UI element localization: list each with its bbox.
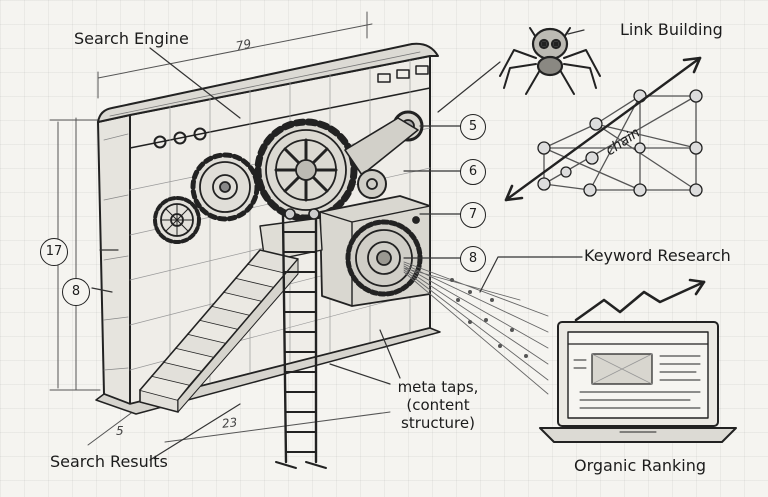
laptop-icon	[539, 321, 737, 443]
trend-arrow-icon	[574, 278, 706, 322]
projection-beams	[403, 261, 549, 395]
leader-lines	[91, 29, 585, 461]
callout-8: 8	[460, 246, 486, 272]
callout-7: 7	[460, 202, 486, 228]
keyword-research-label: Keyword Research	[584, 246, 731, 265]
window-dot-icon	[173, 131, 187, 145]
stairs-icon	[139, 249, 299, 413]
gear-icon	[190, 152, 260, 222]
ladder-icon	[275, 208, 327, 469]
callout-5: 5	[460, 114, 486, 140]
callout-height-outer: 17	[40, 238, 68, 266]
link-building-label: Link Building	[620, 20, 723, 39]
spider-icon	[499, 27, 601, 95]
organic-ranking-label: Organic Ranking	[574, 456, 707, 475]
dimension-bottom-width: 23	[221, 415, 239, 431]
callout-height-inner: 8	[62, 278, 90, 306]
dimension-top-width: 79	[234, 36, 253, 54]
gears	[153, 110, 424, 244]
search-engine-label: Search Engine	[74, 29, 189, 48]
window-dot-icon	[153, 135, 167, 149]
window-dot-icon	[193, 127, 207, 141]
machine-block	[259, 195, 431, 307]
link-network-icon	[504, 56, 703, 202]
meta-tags-label: meta taps, (content structure)	[397, 378, 479, 432]
search-results-label: Search Results	[50, 452, 168, 471]
callout-6: 6	[460, 159, 486, 185]
gear-icon	[153, 196, 201, 244]
gear-icon	[254, 118, 358, 222]
dimension-bottom-depth: 5	[116, 424, 124, 438]
